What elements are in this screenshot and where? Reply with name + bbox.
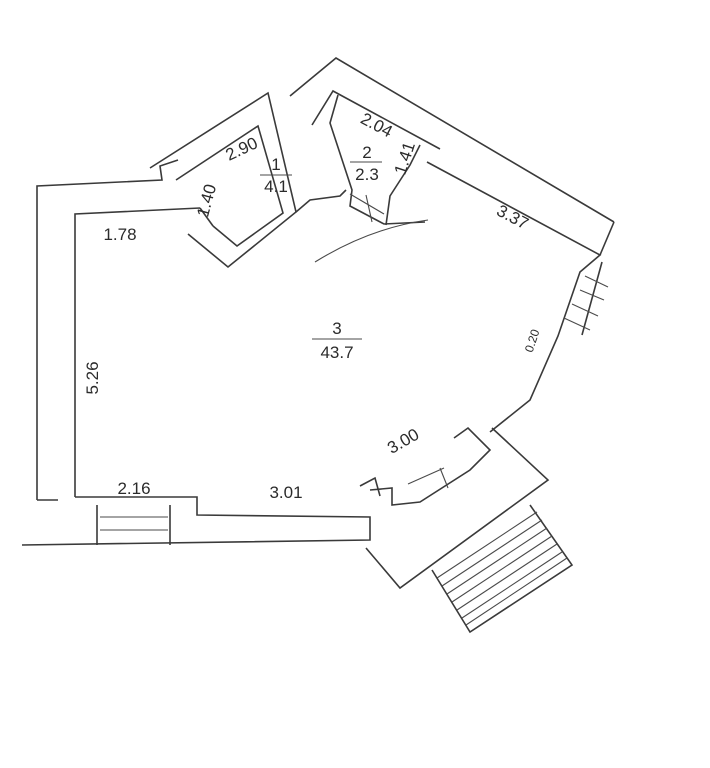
room-1-number: 1	[271, 155, 280, 174]
bottom-wall	[21, 426, 550, 590]
dim-room2-side: 1.41	[391, 140, 419, 177]
room-2-number: 2	[362, 143, 371, 162]
room-3-area: 43.7	[320, 343, 353, 362]
dim-room1-top: 2.90	[223, 133, 261, 164]
room-3-number: 3	[332, 319, 341, 338]
left-wall	[36, 159, 201, 501]
dim-room1-side: 1.40	[193, 182, 220, 219]
dim-main-top-right: 3.37	[494, 201, 532, 233]
dim-main-bottom-mid: 3.01	[269, 483, 302, 502]
door-arc	[314, 219, 429, 263]
dim-main-bottom-right: 3.00	[384, 425, 422, 458]
entrance-stairs	[431, 504, 574, 634]
dim-main-bottom-left: 2.16	[117, 479, 150, 498]
room-2	[289, 57, 615, 226]
right-wall	[426, 161, 615, 433]
room-2-area: 2.3	[355, 165, 379, 184]
dim-main-left: 5.26	[83, 361, 102, 394]
dim-main-top-left: 1.78	[103, 225, 136, 244]
room-1-area: 4.1	[264, 177, 288, 196]
dim-main-right-small: 0.20	[522, 327, 543, 354]
dim-room2-top: 2.04	[358, 109, 396, 141]
